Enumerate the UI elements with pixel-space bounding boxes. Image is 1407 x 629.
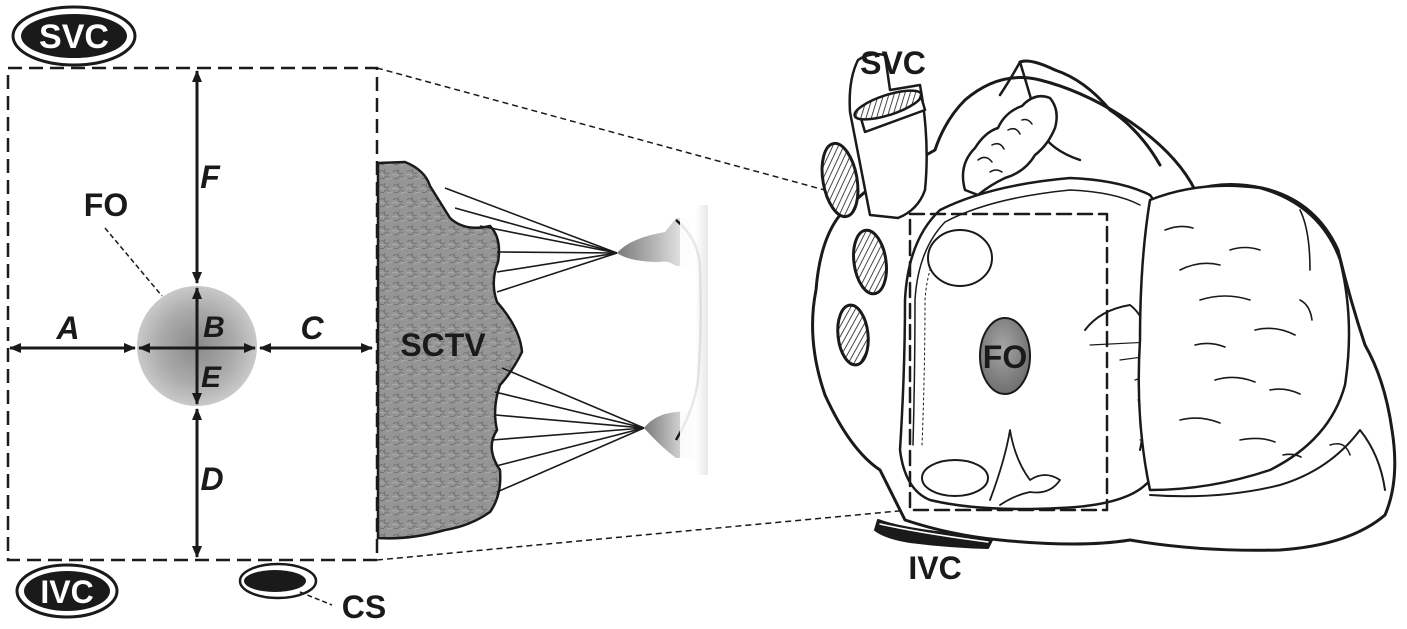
dim-d-label: D <box>200 461 223 497</box>
dim-f-label: F <box>200 159 221 195</box>
schematic-panel: SVC A B C D E F FO SCTV <box>8 7 909 625</box>
sctv-label: SCTV <box>400 327 486 363</box>
dim-c-label: C <box>300 310 324 346</box>
fo-right-label: FO <box>983 339 1027 375</box>
ivc-badge: IVC <box>17 565 117 617</box>
svc-badge: SVC <box>13 7 135 65</box>
cs-label: CS <box>342 589 386 625</box>
dim-b-label: B <box>203 311 225 344</box>
heart-illustration: SVC <box>813 45 1395 586</box>
coronary-sinus-marker <box>240 564 332 605</box>
ivc-right-label: IVC <box>908 550 961 586</box>
ivc-left-label: IVC <box>40 574 93 610</box>
svc-left-label: SVC <box>39 18 109 56</box>
dim-a-label: A <box>55 310 79 346</box>
fo-left-label: FO <box>84 187 128 223</box>
fo-leader-line <box>105 228 162 296</box>
svc-right-label: SVC <box>860 45 926 81</box>
dim-e-label: E <box>201 361 222 394</box>
